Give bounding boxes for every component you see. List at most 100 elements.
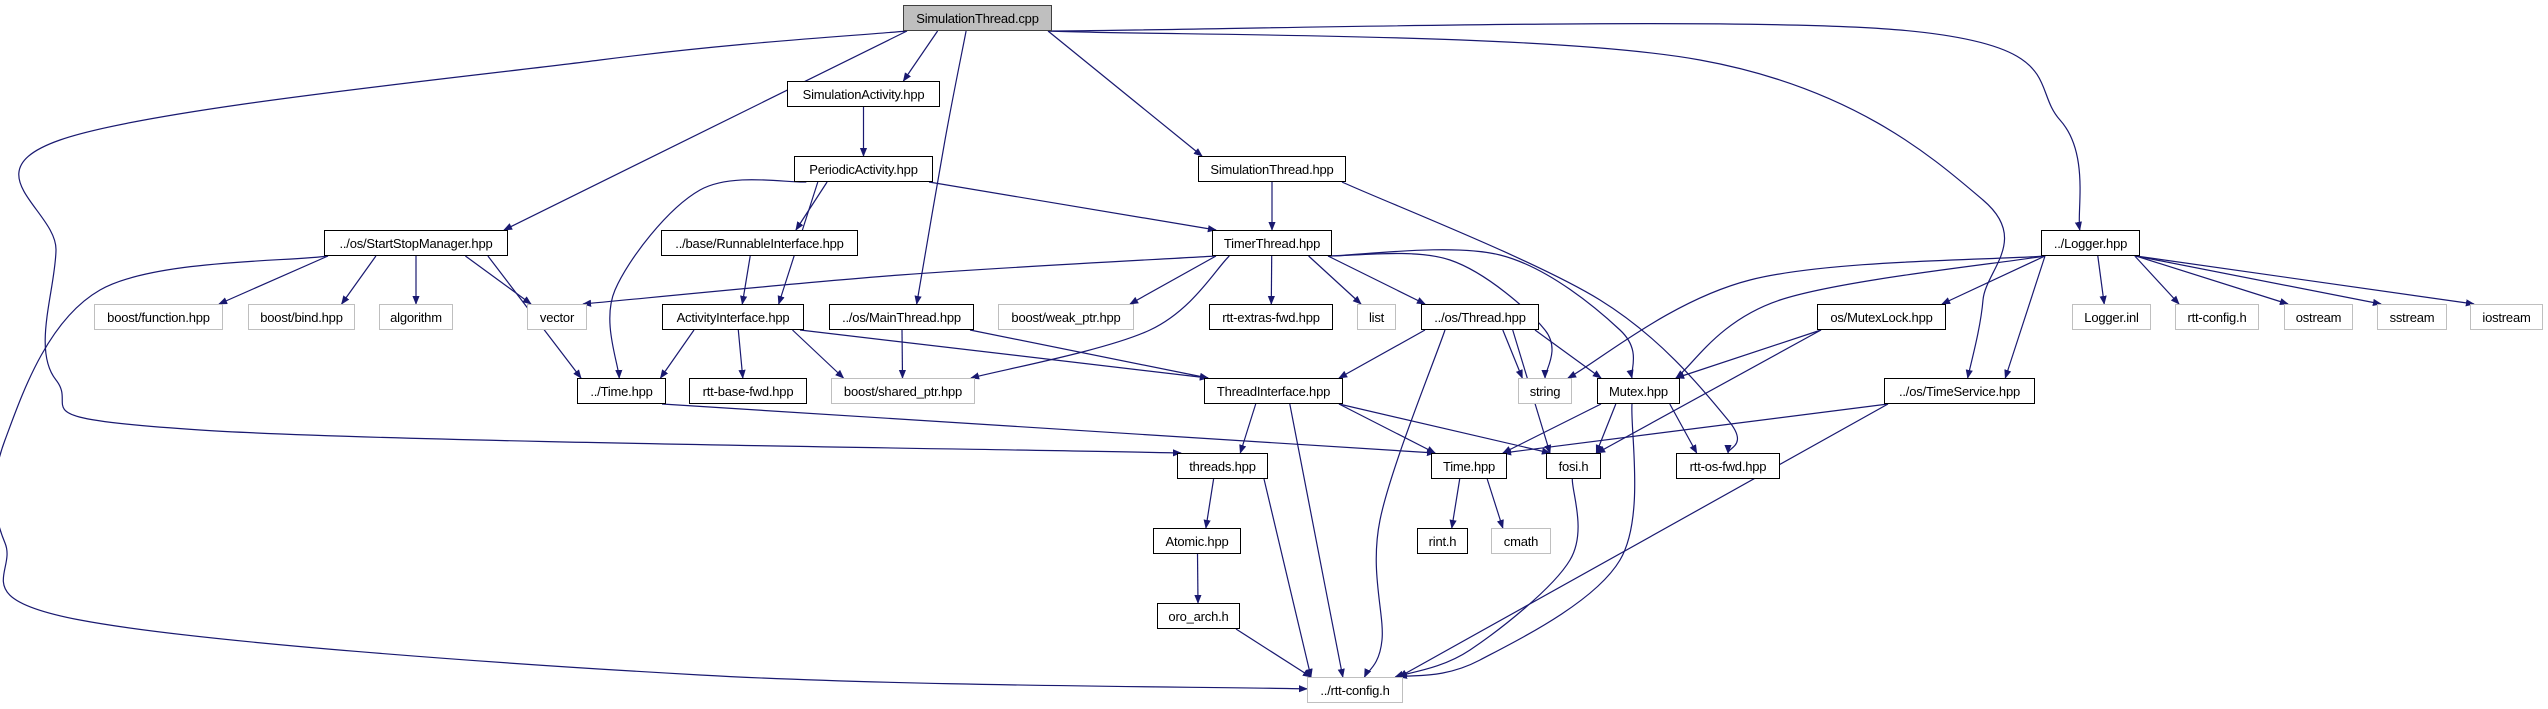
edge-root-to-startstop bbox=[503, 30, 908, 231]
node-startstop[interactable]: ../os/StartStopManager.hpp bbox=[324, 230, 508, 256]
node-label: boost/shared_ptr.hpp bbox=[843, 383, 963, 399]
edge-periodic-to-runnable bbox=[795, 181, 828, 231]
node-timerthread[interactable]: TimerThread.hpp bbox=[1212, 230, 1332, 256]
edge-fosi-to-rtt-config bbox=[1394, 478, 1579, 678]
node-label: ActivityInterface.hpp bbox=[676, 309, 790, 325]
edge-logger-to-ostream bbox=[2135, 255, 2289, 305]
node-iostream[interactable]: iostream bbox=[2470, 304, 2543, 330]
edge-startstop-to-rtt-config bbox=[0, 255, 1308, 693]
node-rtt-config-h[interactable]: rtt-config.h bbox=[2175, 304, 2259, 330]
node-sstream[interactable]: sstream bbox=[2377, 304, 2447, 330]
node-label: ../os/MainThread.hpp bbox=[842, 309, 961, 325]
edge-root-to-logger bbox=[1047, 23, 2082, 231]
edge-root-to-mainthread bbox=[914, 30, 967, 305]
node-mutex[interactable]: Mutex.hpp bbox=[1597, 378, 1680, 404]
edge-threads-to-atomic bbox=[1203, 478, 1215, 529]
node-label: ../Time.hpp bbox=[590, 383, 653, 399]
node-label: ThreadInterface.hpp bbox=[1216, 383, 1331, 399]
node-shared-ptr[interactable]: boost/shared_ptr.hpp bbox=[831, 378, 975, 404]
node-label: ostream bbox=[2295, 309, 2342, 325]
edge-logger-to-mutexlock bbox=[1941, 255, 2046, 305]
node-time-rel[interactable]: ../Time.hpp bbox=[577, 378, 666, 404]
edge-mutex-to-rtt-config bbox=[1397, 403, 1636, 679]
node-timeservice[interactable]: ../os/TimeService.hpp bbox=[1884, 378, 2035, 404]
node-label: ../os/Thread.hpp bbox=[1434, 309, 1526, 325]
node-boost-bind[interactable]: boost/bind.hpp bbox=[248, 304, 355, 330]
node-label: boost/bind.hpp bbox=[260, 309, 343, 325]
node-simthread-hpp[interactable]: SimulationThread.hpp bbox=[1198, 156, 1346, 182]
edge-timerthread-to-mutex bbox=[1327, 249, 1635, 379]
edge-timerthread-to-vector bbox=[582, 255, 1217, 307]
node-label: rtt-base-fwd.hpp bbox=[702, 383, 794, 399]
node-mainthread[interactable]: ../os/MainThread.hpp bbox=[829, 304, 974, 330]
node-fosi[interactable]: fosi.h bbox=[1546, 453, 1601, 479]
edge-timerthread-to-shared-ptr bbox=[970, 255, 1230, 380]
node-time[interactable]: Time.hpp bbox=[1431, 453, 1507, 479]
node-os-fwd[interactable]: rtt-os-fwd.hpp bbox=[1676, 453, 1780, 479]
node-label: Mutex.hpp bbox=[1609, 383, 1668, 399]
edge-activityif-to-base-fwd bbox=[737, 329, 746, 379]
node-runnable[interactable]: ../base/RunnableInterface.hpp bbox=[661, 230, 858, 256]
node-label: os/MutexLock.hpp bbox=[1830, 309, 1933, 325]
edge-startstop-to-boost-bind bbox=[341, 255, 377, 305]
edge-mutexlock-to-fosi bbox=[1596, 329, 1822, 454]
node-label: TimerThread.hpp bbox=[1223, 235, 1321, 251]
node-atomic[interactable]: Atomic.hpp bbox=[1153, 528, 1241, 554]
edge-time-to-cmath bbox=[1486, 478, 1504, 529]
node-os-thread[interactable]: ../os/Thread.hpp bbox=[1421, 304, 1539, 330]
edge-threadif-to-time bbox=[1338, 403, 1436, 454]
edge-os-thread-to-string bbox=[1502, 329, 1523, 379]
node-activityif[interactable]: ActivityInterface.hpp bbox=[662, 304, 804, 330]
node-base-fwd[interactable]: rtt-base-fwd.hpp bbox=[689, 378, 807, 404]
node-threadif[interactable]: ThreadInterface.hpp bbox=[1204, 378, 1343, 404]
edge-root-to-threads bbox=[18, 30, 1182, 457]
node-periodic[interactable]: PeriodicActivity.hpp bbox=[794, 156, 933, 182]
node-threads[interactable]: threads.hpp bbox=[1177, 453, 1268, 479]
edge-activityif-to-threadif bbox=[799, 329, 1209, 381]
node-logger-inl[interactable]: Logger.inl bbox=[2072, 304, 2151, 330]
node-label: SimulationActivity.hpp bbox=[802, 86, 925, 102]
edge-mutex-to-fosi bbox=[1595, 403, 1617, 454]
edge-startstop-to-boost-function bbox=[218, 255, 329, 305]
edge-timerthread-to-list bbox=[1308, 255, 1362, 305]
node-label: Atomic.hpp bbox=[1165, 533, 1229, 549]
node-algorithm[interactable]: algorithm bbox=[379, 304, 453, 330]
edge-os-thread-to-mutex bbox=[1534, 329, 1602, 379]
node-vector[interactable]: vector bbox=[527, 304, 587, 330]
edge-logger-to-rtt-config-h bbox=[2134, 255, 2180, 305]
edge-logger-to-sstream bbox=[2135, 255, 2382, 306]
edge-threads-to-rtt-config bbox=[1263, 478, 1313, 678]
node-label: iostream bbox=[2482, 309, 2531, 325]
node-label: ../rtt-config.h bbox=[1320, 682, 1390, 698]
node-rint[interactable]: rint.h bbox=[1417, 528, 1468, 554]
node-list[interactable]: list bbox=[1357, 304, 1396, 330]
edge-periodic-to-time-rel bbox=[609, 179, 807, 379]
node-weak-ptr[interactable]: boost/weak_ptr.hpp bbox=[998, 304, 1134, 330]
node-boost-function[interactable]: boost/function.hpp bbox=[94, 304, 223, 330]
node-ostream[interactable]: ostream bbox=[2284, 304, 2353, 330]
node-label: boost/weak_ptr.hpp bbox=[1011, 309, 1121, 325]
node-root[interactable]: SimulationThread.cpp bbox=[903, 5, 1052, 31]
node-mutexlock[interactable]: os/MutexLock.hpp bbox=[1817, 304, 1946, 330]
node-label: rint.h bbox=[1428, 533, 1457, 549]
node-simact[interactable]: SimulationActivity.hpp bbox=[787, 81, 940, 107]
edge-simthread-hpp-to-os-fwd bbox=[1341, 181, 1738, 454]
edge-timerthread-to-weak-ptr bbox=[1129, 255, 1217, 305]
node-oro-arch[interactable]: oro_arch.h bbox=[1157, 603, 1240, 629]
edge-root-to-timeservice bbox=[1047, 30, 2005, 379]
node-label: SimulationThread.cpp bbox=[916, 10, 1039, 26]
edge-threadif-to-threads bbox=[1239, 403, 1257, 454]
edge-time-rel-to-time bbox=[661, 403, 1436, 457]
node-extras-fwd[interactable]: rtt-extras-fwd.hpp bbox=[1209, 304, 1333, 330]
edge-activityif-to-shared-ptr bbox=[792, 329, 845, 379]
edge-activityif-to-time-rel bbox=[659, 329, 695, 379]
node-logger[interactable]: ../Logger.hpp bbox=[2041, 230, 2140, 256]
node-label: Logger.inl bbox=[2084, 309, 2139, 325]
node-label: boost/function.hpp bbox=[107, 309, 210, 325]
node-rtt-config[interactable]: ../rtt-config.h bbox=[1307, 677, 1403, 703]
node-label: list bbox=[1368, 309, 1385, 325]
node-cmath[interactable]: cmath bbox=[1491, 528, 1551, 554]
node-string[interactable]: string bbox=[1518, 378, 1572, 404]
edge-mainthread-to-threadif bbox=[969, 329, 1209, 380]
